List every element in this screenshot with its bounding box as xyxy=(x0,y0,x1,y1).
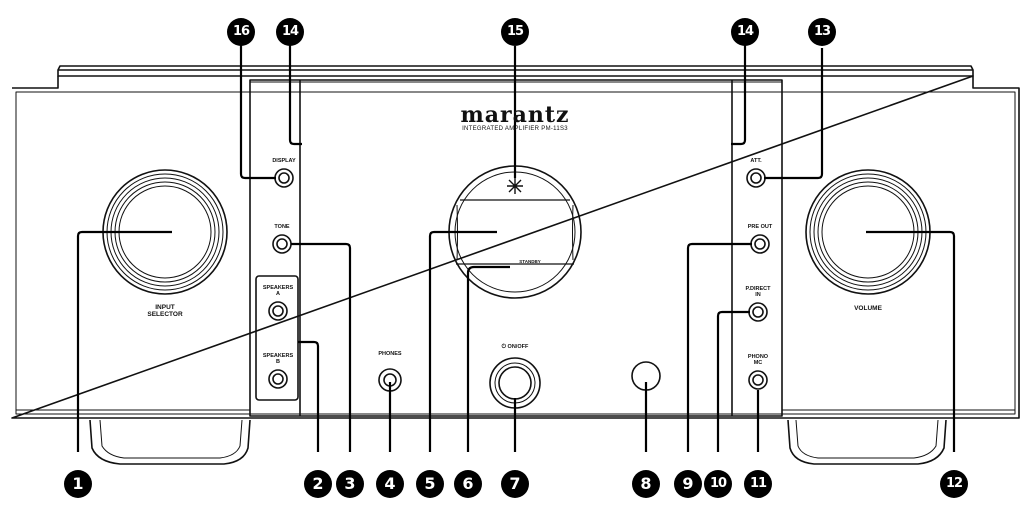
display-button xyxy=(274,168,294,188)
callout-9: 9 xyxy=(674,470,702,498)
callout-8: 8 xyxy=(632,470,660,498)
speakers-b-button xyxy=(268,369,288,389)
callout-1: 1 xyxy=(64,470,92,498)
att-button xyxy=(746,168,766,188)
callout-10: 10 xyxy=(704,470,732,498)
callout-3: 3 xyxy=(336,470,364,498)
standby-label: STANDBY xyxy=(519,259,541,264)
leader-10 xyxy=(716,310,750,452)
pre-out-label: PRE OUT xyxy=(747,224,773,230)
chassis-inner-line xyxy=(15,91,1016,415)
pre-out-button xyxy=(750,234,770,254)
phones-label: PHONES xyxy=(378,351,402,357)
brand-logo: marantz xyxy=(460,102,570,128)
volume-label: VOLUME xyxy=(854,305,882,312)
phono-mc-button xyxy=(748,370,768,390)
leader-14-left xyxy=(288,40,302,146)
speakers-a-button xyxy=(268,301,288,321)
leader-6 xyxy=(466,265,510,452)
callout-14-left: 14 xyxy=(276,18,304,46)
power-label: ⏻ ON/OFF xyxy=(501,344,529,350)
power-amp-direct-button xyxy=(748,302,768,322)
phono-mc-label: PHONO MC xyxy=(747,354,769,367)
leader-5 xyxy=(428,230,497,452)
callout-4: 4 xyxy=(376,470,404,498)
display-label: DISPLAY xyxy=(272,158,296,164)
callout-16: 16 xyxy=(227,18,255,46)
leader-9 xyxy=(686,242,752,452)
left-foot xyxy=(89,419,251,465)
leader-13 xyxy=(764,48,824,180)
tone-button xyxy=(272,234,292,254)
leader-14-right xyxy=(731,40,747,146)
power-amp-direct-label: P.DIRECT IN xyxy=(745,286,771,299)
callout-14-right: 14 xyxy=(731,18,759,46)
right-foot xyxy=(787,419,947,465)
callout-12: 12 xyxy=(940,470,968,498)
callout-15: 15 xyxy=(501,18,529,46)
callout-6: 6 xyxy=(454,470,482,498)
speakers-b-label: SPEAKERS B xyxy=(262,353,294,366)
leader-3 xyxy=(291,242,352,452)
tone-label: TONE xyxy=(274,224,290,230)
leader-2 xyxy=(298,340,320,452)
callout-13: 13 xyxy=(808,18,836,46)
callout-11: 11 xyxy=(744,470,772,498)
leader-12 xyxy=(866,230,956,452)
speakers-box xyxy=(255,275,299,401)
chassis-outline xyxy=(11,75,1020,419)
callout-7: 7 xyxy=(501,470,529,498)
callout-2: 2 xyxy=(304,470,332,498)
speakers-a-label: SPEAKERS A xyxy=(262,285,294,298)
input-selector-label: INPUT SELECTOR xyxy=(147,304,183,319)
att-label: ATT. xyxy=(750,158,762,164)
leader-16 xyxy=(239,40,276,180)
leader-1 xyxy=(76,230,172,452)
callout-5: 5 xyxy=(416,470,444,498)
model-line: INTEGRATED AMPLIFIER PM-11S3 xyxy=(462,126,568,132)
level-meter-indicator xyxy=(507,178,523,194)
